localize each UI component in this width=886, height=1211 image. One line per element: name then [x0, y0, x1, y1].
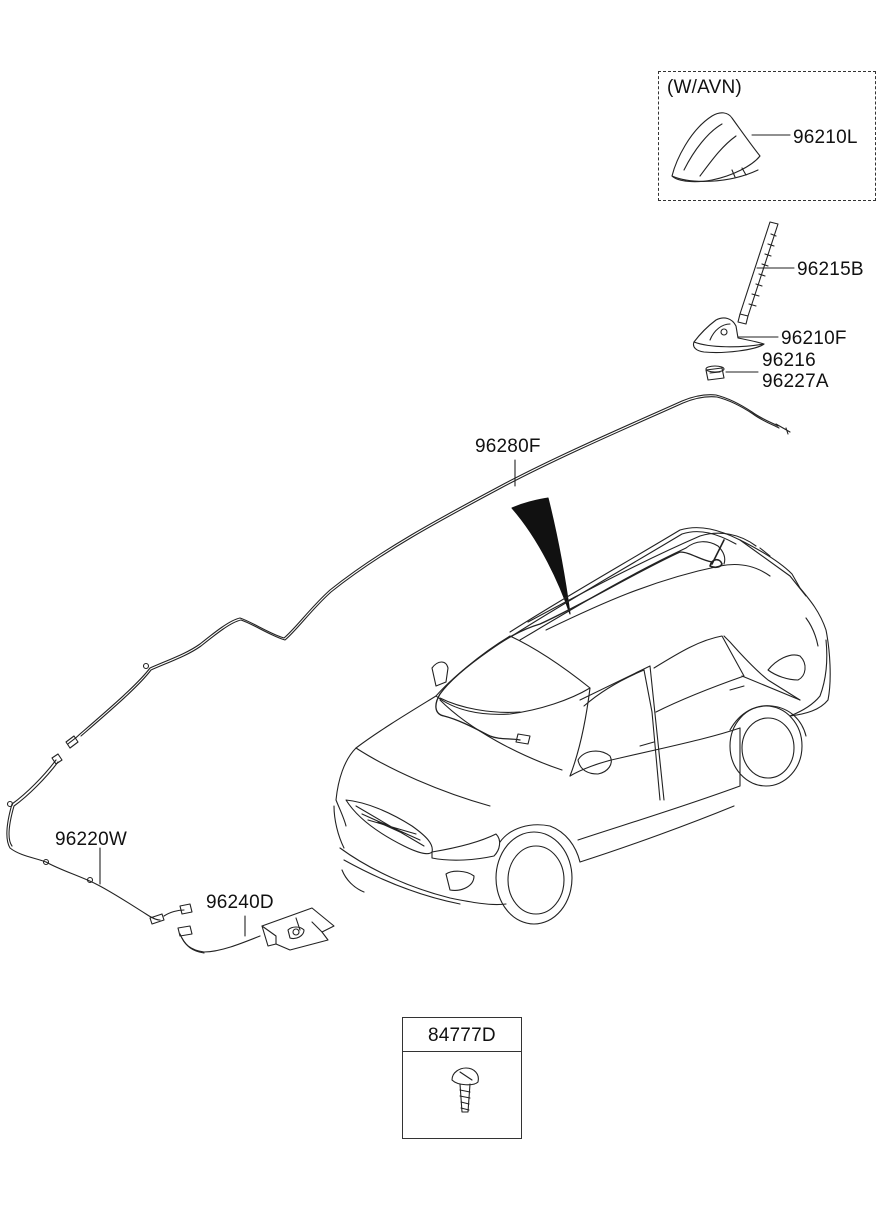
amp-module-96240D: [177, 907, 335, 954]
option-box-w-avn: [658, 71, 876, 201]
extension-cable-96220W: [6, 753, 193, 925]
shark-fin-antenna-96210L: [671, 112, 761, 183]
nut-96216-96227A: [705, 365, 725, 381]
part-label-96227A: 96227A: [762, 371, 829, 392]
part-label-96240D: 96240D: [206, 892, 274, 913]
part-label-84777D: 84777D: [428, 1025, 496, 1046]
screw-part-box: [402, 1017, 522, 1139]
antenna-rod-96215B: [737, 221, 779, 325]
option-box-title: (W/AVN): [667, 77, 742, 98]
vehicle-suv: [333, 527, 831, 925]
part-label-96215B: 96215B: [797, 259, 864, 280]
screw-box-divider: [402, 1051, 522, 1052]
roof-feeder-cable-96280F: [65, 394, 791, 749]
part-label-96210F: 96210F: [781, 328, 847, 349]
part-label-96280F: 96280F: [475, 436, 541, 457]
part-label-96216: 96216: [762, 350, 816, 371]
location-arrow: [511, 497, 571, 615]
part-label-96210L: 96210L: [793, 127, 858, 148]
screw-84777D: [451, 1067, 479, 1113]
part-label-96220W: 96220W: [55, 829, 127, 850]
antenna-base-96210F: [692, 317, 765, 354]
